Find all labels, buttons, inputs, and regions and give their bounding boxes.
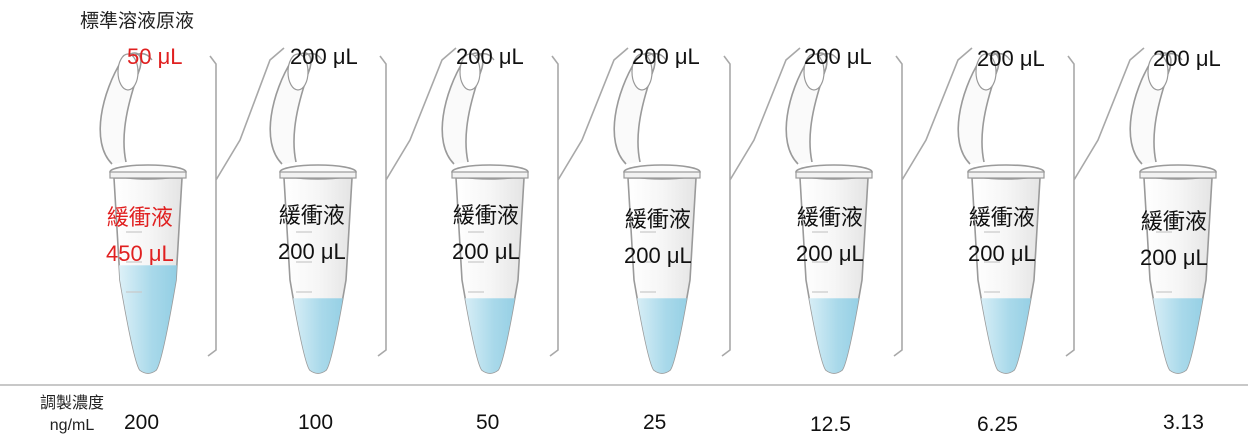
transfer-arrow-2 bbox=[377, 47, 457, 357]
concentration-value-5: 6.25 bbox=[977, 413, 1018, 436]
tube-6 bbox=[1129, 52, 1217, 374]
concentration-value-3: 25 bbox=[643, 411, 667, 434]
buffer-name: 緩衝液 bbox=[106, 205, 173, 230]
buffer-volume: 200 μL bbox=[796, 241, 864, 266]
buffer-volume: 200 μL bbox=[968, 241, 1036, 266]
tube-liquid bbox=[628, 298, 696, 373]
tube-liquid bbox=[284, 298, 352, 373]
transfer-volume-3: 200 μL bbox=[632, 44, 700, 69]
tube-3 bbox=[613, 52, 701, 374]
tube-2 bbox=[441, 52, 529, 374]
transfer-volume-5: 200 μL bbox=[977, 46, 1045, 71]
buffer-volume: 200 μL bbox=[1140, 245, 1208, 270]
tube-liquid bbox=[972, 298, 1040, 373]
transfer-arrow-5 bbox=[893, 47, 973, 357]
stock-solution-title: 標準溶液原液 bbox=[80, 11, 195, 32]
stock-solution-volume: 50 μL bbox=[127, 44, 183, 69]
buffer-volume: 200 μL bbox=[278, 239, 346, 264]
tube-liquid bbox=[1144, 298, 1212, 373]
concentration-title: 調製濃度 bbox=[40, 395, 105, 412]
buffer-label-3: 緩衝液 200 μL bbox=[624, 202, 692, 274]
transfer-arrow-1 bbox=[207, 47, 285, 357]
concentration-row-label: 調製濃度 ng/mL bbox=[40, 393, 104, 437]
buffer-name: 緩衝液 bbox=[968, 205, 1035, 230]
buffer-volume: 450 μL bbox=[106, 241, 174, 266]
tube-liquid bbox=[114, 265, 182, 373]
tube-liquid bbox=[800, 298, 868, 373]
transfer-volume-4: 200 μL bbox=[804, 44, 872, 69]
buffer-label-5: 緩衝液 200 μL bbox=[968, 200, 1036, 272]
buffer-name: 緩衝液 bbox=[452, 203, 519, 228]
transfer-volume-1: 200 μL bbox=[290, 44, 358, 69]
transfer-arrow-4 bbox=[721, 47, 801, 357]
divider-line bbox=[0, 384, 1248, 386]
buffer-label-2: 緩衝液 200 μL bbox=[452, 198, 520, 270]
buffer-label-4: 緩衝液 200 μL bbox=[796, 200, 864, 272]
buffer-label-0: 緩衝液 450 μL bbox=[106, 200, 174, 272]
buffer-name: 緩衝液 bbox=[796, 205, 863, 230]
transfer-arrow-6 bbox=[1065, 47, 1145, 357]
buffer-label-1: 緩衝液 200 μL bbox=[278, 198, 346, 270]
tube-liquid bbox=[456, 298, 524, 373]
buffer-name: 緩衝液 bbox=[278, 203, 345, 228]
concentration-value-1: 100 bbox=[298, 411, 334, 434]
transfer-volume-2: 200 μL bbox=[456, 44, 524, 69]
buffer-volume: 200 μL bbox=[452, 239, 520, 264]
buffer-label-6: 緩衝液 200 μL bbox=[1140, 204, 1208, 276]
concentration-value-6: 3.13 bbox=[1163, 411, 1204, 434]
concentration-unit: ng/mL bbox=[49, 417, 95, 434]
buffer-name: 緩衝液 bbox=[1140, 209, 1207, 234]
buffer-volume: 200 μL bbox=[624, 243, 692, 268]
concentration-value-2: 50 bbox=[476, 411, 500, 434]
transfer-arrow-3 bbox=[549, 47, 629, 357]
concentration-value-0: 200 bbox=[124, 411, 160, 434]
transfer-volume-6: 200 μL bbox=[1153, 46, 1221, 71]
concentration-value-4: 12.5 bbox=[810, 413, 851, 436]
buffer-name: 緩衝液 bbox=[624, 207, 691, 232]
